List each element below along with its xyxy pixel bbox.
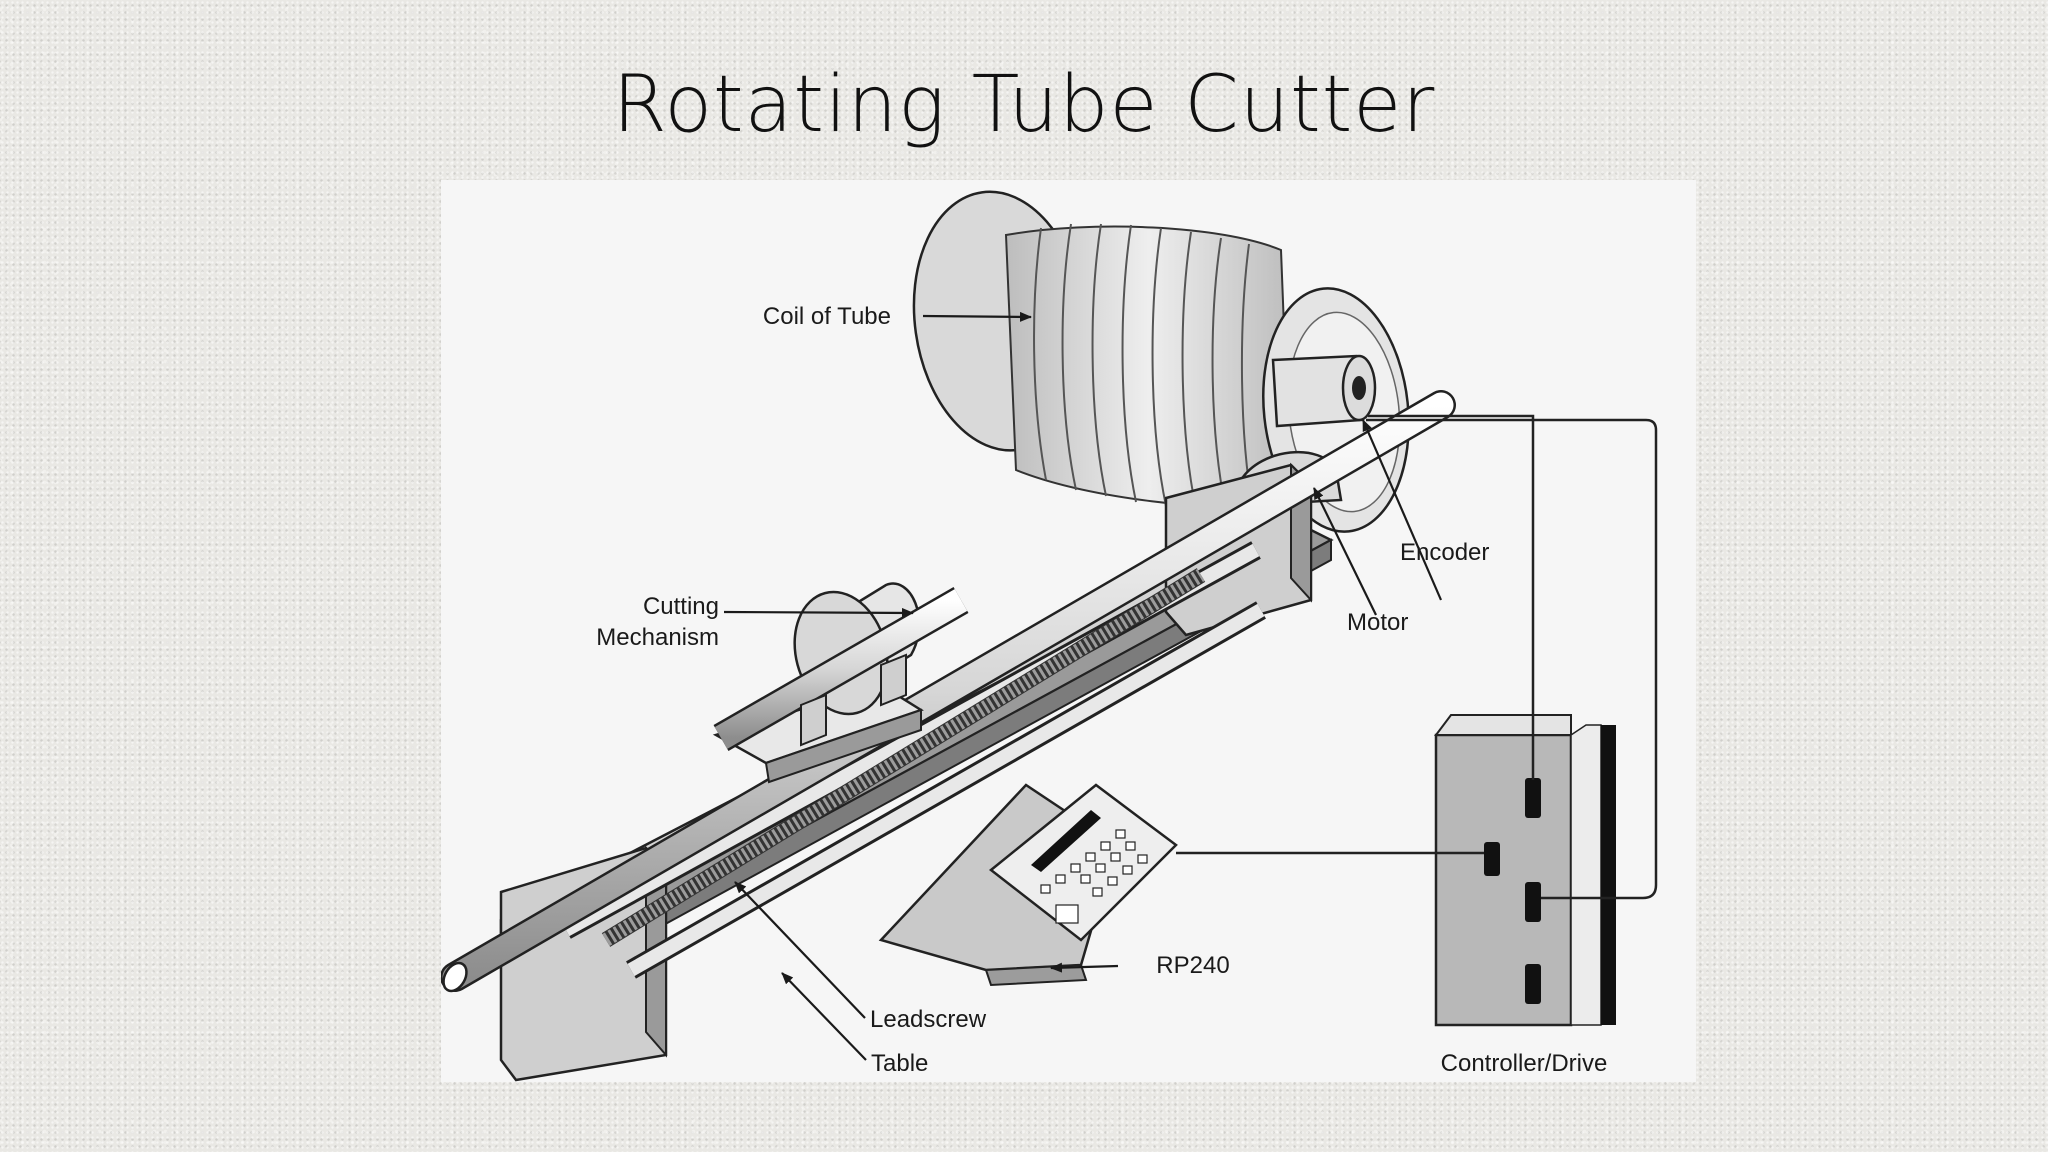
tube [441, 390, 1456, 993]
encoder-device [1271, 354, 1377, 428]
label-encoder: Encoder [1400, 539, 1489, 566]
label-controller-drive: Controller/Drive [1441, 1050, 1608, 1077]
label-coil-of-tube: Coil of Tube [763, 303, 891, 330]
rp240-panel [878, 783, 1178, 987]
label-rp240: RP240 [1156, 952, 1229, 979]
slide-title: Rotating Tube Cutter [612, 60, 1436, 150]
controller-drive-unit [1434, 714, 1616, 1027]
cutting-mechanism [712, 582, 969, 784]
label-mechanism: Mechanism [596, 624, 719, 651]
label-motor: Motor [1347, 609, 1408, 636]
guide-rails [561, 541, 1266, 979]
diagram-panel: Coil of Tube Cutting Mechanism Encoder M… [441, 180, 1696, 1082]
label-cutting: Cutting [643, 593, 719, 620]
leadscrew [601, 568, 1206, 947]
label-leadscrew: Leadscrew [870, 1006, 987, 1033]
cables [1176, 414, 1658, 900]
label-table: Table [871, 1050, 928, 1077]
tube-cutter-diagram: Coil of Tube Cutting Mechanism Encoder M… [441, 190, 1658, 1082]
leader-lines [723, 311, 1443, 1061]
